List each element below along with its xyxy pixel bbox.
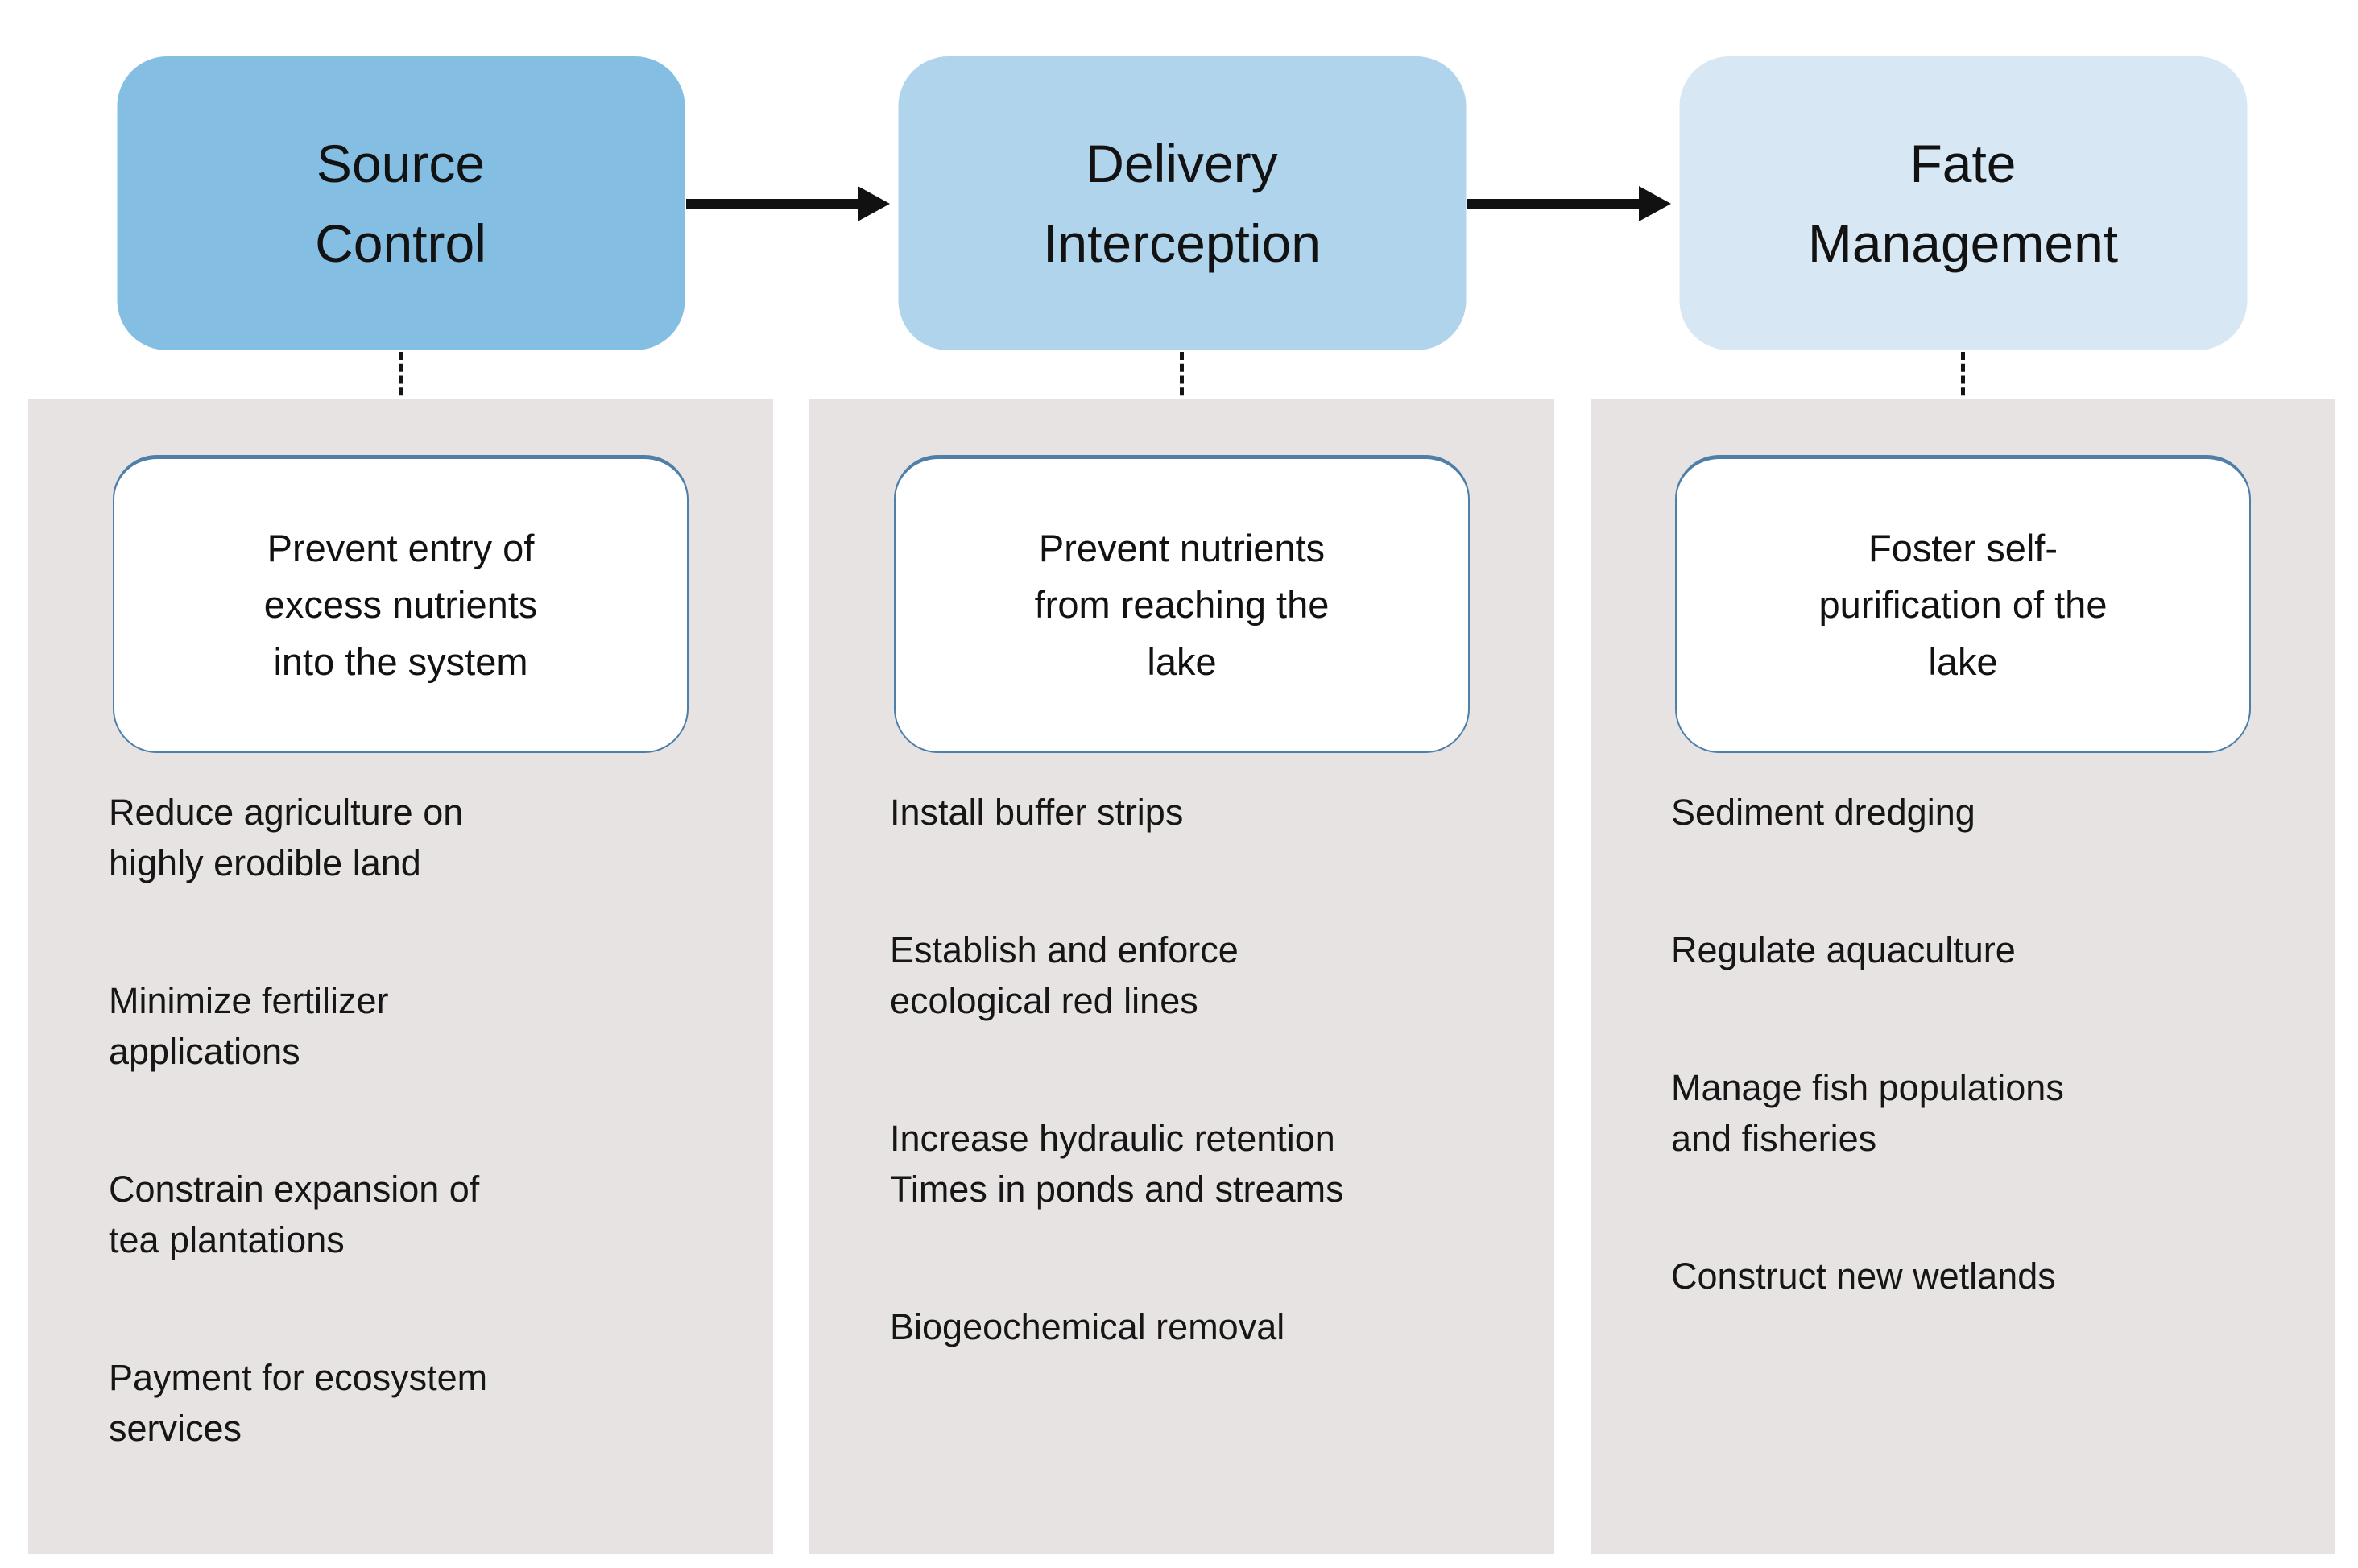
flow-arrow-2-icon [1467, 186, 1671, 221]
list-item: Regulate aquaculture [1671, 929, 2016, 970]
list-item: Install buffer strips [890, 792, 1184, 833]
list-item: Construct new wetlands [1671, 1256, 2056, 1297]
flow-arrow-1-icon [686, 186, 890, 221]
list-item: Biogeochemical removal [890, 1306, 1285, 1347]
list-item: Sediment dredging [1671, 792, 1975, 833]
